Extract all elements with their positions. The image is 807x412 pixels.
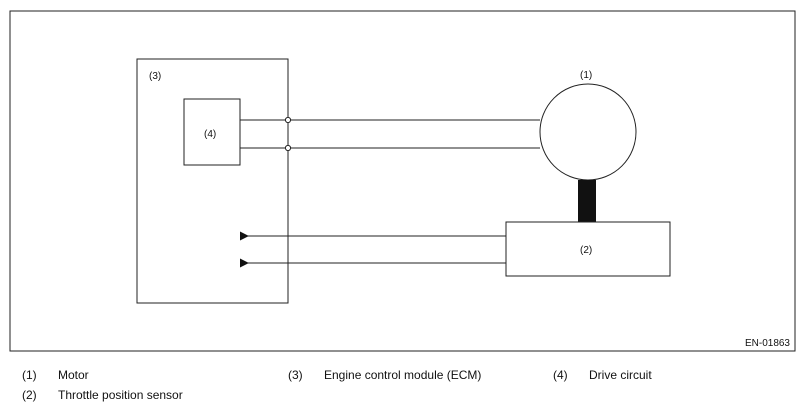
motor-label: (1) [580, 70, 592, 81]
junction-upper [284, 116, 292, 124]
legend-number: (3) [288, 368, 303, 382]
ecm-box [136, 58, 289, 304]
legend-item-2: (2) Throttle position sensor [22, 388, 183, 402]
legend-number: (4) [553, 368, 568, 382]
drive-circuit-box [183, 98, 241, 166]
legend-item-1: (1) Motor [22, 368, 89, 382]
ecm-label: (3) [149, 71, 161, 82]
figure-code: EN-01863 [745, 338, 790, 349]
drive-circuit-label: (4) [204, 129, 216, 140]
junction-lower [284, 144, 292, 152]
motor-shaft [578, 180, 596, 223]
motor-circle [539, 83, 637, 181]
legend-item-3: (3) Engine control module (ECM) [288, 368, 481, 382]
legend-text: Motor [58, 368, 89, 382]
sensor-box [505, 221, 671, 277]
legend-text: Throttle position sensor [58, 388, 183, 402]
sensor-label: (2) [580, 245, 592, 256]
legend-number: (1) [22, 368, 37, 382]
legend-text: Engine control module (ECM) [324, 368, 482, 382]
diagram-frame [9, 10, 796, 352]
legend-number: (2) [22, 388, 37, 402]
legend-item-4: (4) Drive circuit [553, 368, 652, 382]
legend-text: Drive circuit [589, 368, 652, 382]
